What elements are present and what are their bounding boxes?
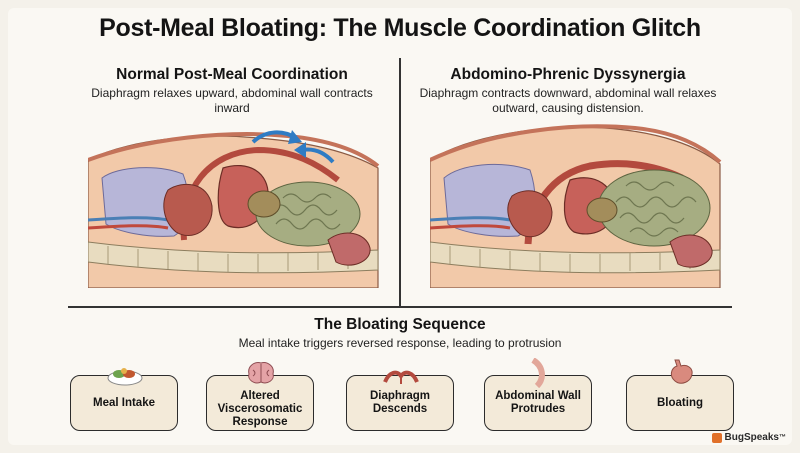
sequence-subtitle: Meal intake triggers reversed response, …	[238, 336, 562, 350]
dyssynergia-panel-heading: Abdomino-Phrenic Dyssynergia	[450, 66, 686, 83]
brand-name: BugSpeaks	[724, 432, 779, 443]
brand-trademark: ™	[779, 434, 786, 441]
step-diaphragm-descends: Diaphragm Descends	[346, 370, 454, 431]
normal-panel-heading: Normal Post-Meal Coordination	[116, 66, 348, 83]
step-bloating: Bloating	[626, 359, 734, 431]
sequence-heading: The Bloating Sequence	[314, 316, 486, 333]
dyssynergia-illustration	[430, 124, 722, 288]
vertical-divider	[399, 58, 401, 306]
normal-coordination-illustration	[88, 130, 380, 288]
horizontal-divider	[68, 306, 732, 308]
step-label: Meal Intake	[93, 396, 155, 409]
step-abdominal-wall-protrudes: Abdominal Wall Protrudes	[484, 358, 592, 431]
dyssynergia-panel-description: Diaphragm contracts downward, abdominal …	[419, 86, 717, 115]
stomach-icon	[670, 359, 693, 384]
diaphragm-icon	[383, 370, 419, 384]
brain-icon	[248, 362, 274, 384]
abdominal-wall-icon	[531, 358, 545, 388]
brand-mark-icon	[711, 432, 722, 443]
step-label: Altered Viscerosomatic Response	[217, 389, 303, 428]
normal-panel-description: Diaphragm relaxes upward, abdominal wall…	[91, 86, 373, 115]
step-label: Abdominal Wall Protrudes	[495, 390, 581, 415]
step-altered-response: Altered Viscerosomatic Response	[206, 362, 314, 431]
step-meal-intake: Meal Intake	[70, 368, 178, 431]
step-label: Diaphragm Descends	[369, 390, 431, 415]
page-title: Post-Meal Bloating: The Muscle Coordinat…	[99, 14, 701, 42]
meal-plate-icon	[107, 368, 143, 386]
step-label: Bloating	[657, 396, 703, 409]
